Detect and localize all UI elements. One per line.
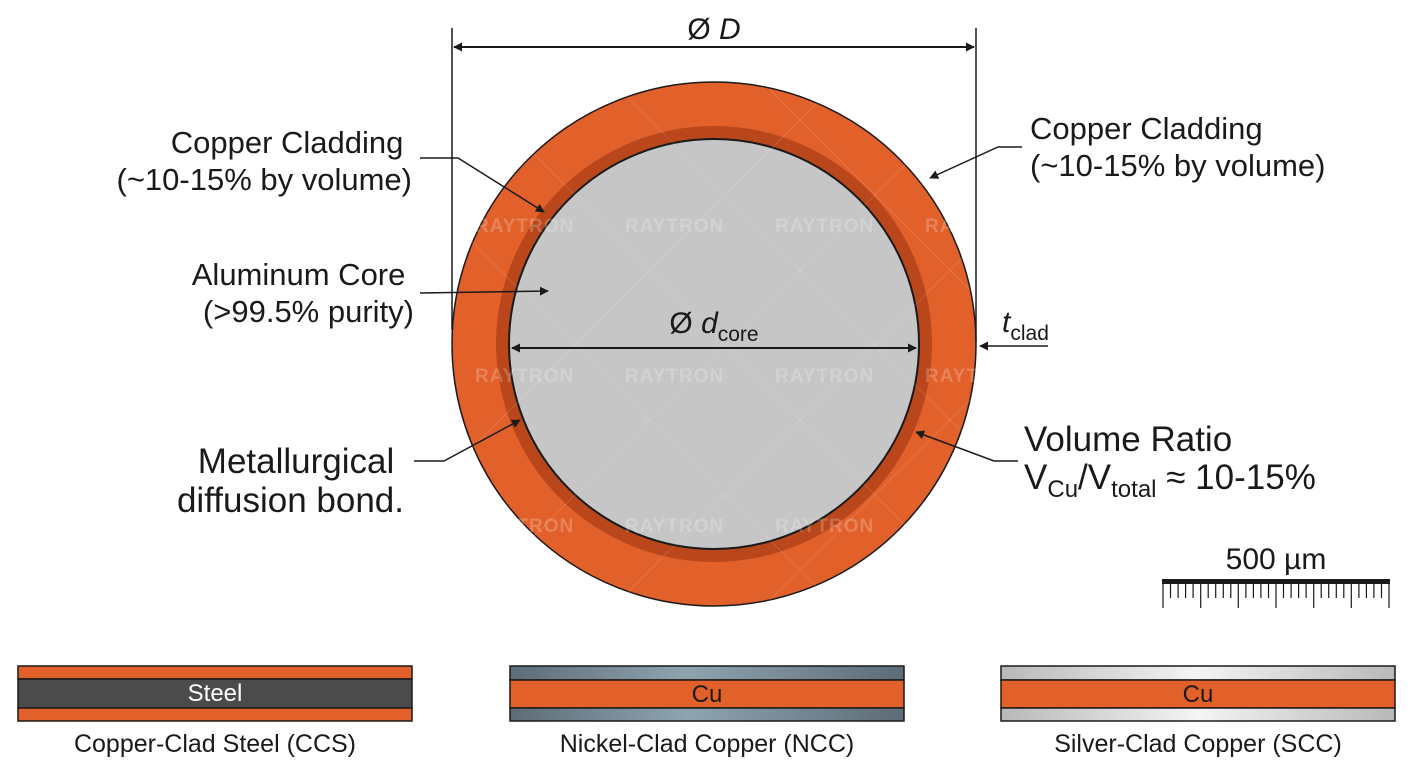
watermark-text: RAYTRON (775, 516, 874, 537)
volume-ratio-title: Volume Ratio (1024, 420, 1232, 459)
callout-cladding-left-line1: Copper Cladding (171, 125, 404, 160)
svg-text:Copper Cladding (~10-15%: Copper Cladding (~10-15% by volume) (1030, 111, 1326, 183)
variant-ccs-top-clad (17, 665, 413, 680)
watermark-text: RAYTRON (475, 516, 574, 537)
variant-ccs-core-label: Steel (188, 680, 243, 707)
core-diameter-label: Ø dcore (669, 307, 758, 346)
watermark-line (1069, 89, 1408, 429)
callout-cladding-right-leader (929, 146, 1022, 179)
callout-cladding-left-leader (420, 157, 545, 213)
svg-text:Metallurgical diffusion: Metallurgical diffusion bond. (177, 442, 404, 520)
svg-text:Copper Cladding (~10-15%: Copper Cladding (~10-15% by volume) (117, 125, 413, 197)
variant-ncc-caption: Nickel-Clad Copper (NCC) (560, 730, 855, 758)
scale-bar-rule (1162, 579, 1390, 584)
variant-scc-bottom-clad (1000, 707, 1396, 722)
watermark-line (769, 89, 1281, 601)
callout-core-line2: (>99.5% purity) (203, 294, 414, 329)
watermark-text: RAYTRON (625, 366, 724, 387)
svg-text:Aluminum Core (>99.5% pu: Aluminum Core (>99.5% purity) (192, 257, 414, 329)
scale-bar-ticks (1162, 584, 1390, 608)
watermark-text: RAYTRON (925, 216, 1024, 237)
watermark-text: RAYTRON (775, 366, 874, 387)
callout-bond: Metallurgical diffusion bond. (177, 419, 521, 520)
watermark-line (769, 89, 1281, 601)
variant-ccs-caption: Copper-Clad Steel (CCS) (74, 730, 356, 758)
callout-volume-ratio-leader (915, 430, 1018, 462)
callout-cladding-right-line2: (~10-15% by volume) (1030, 148, 1326, 183)
variant-ncc-top-clad (509, 665, 905, 681)
clad-thickness-dimension: tclad (979, 306, 1049, 351)
callout-bond-line1: Metallurgical (198, 442, 394, 481)
watermark-text: RAYTRON (925, 516, 1024, 537)
callout-bond-line2: diffusion bond. (177, 481, 404, 520)
variant-scc-top-clad (1000, 665, 1396, 681)
variant-ncc-core-label: Cu (692, 681, 723, 708)
outer-diameter-label: Ø D (687, 13, 740, 46)
outer-diameter-dimension: Ø D (451, 13, 977, 342)
callout-core-leader (419, 286, 549, 296)
watermark-text: RAYTRON (925, 366, 1024, 387)
watermark-text: RAYTRON (625, 516, 724, 537)
scale-bar-label: 500 µm (1226, 543, 1327, 576)
variant-scc-caption: Silver-Clad Copper (SCC) (1054, 730, 1342, 758)
watermark-pattern: RAYTRON RAYTRON RAYTRON RAYTRON RAYTRON RAYTR… (319, 89, 1408, 601)
variant-scc-core-label: Cu (1183, 681, 1214, 708)
watermark-line (919, 89, 1408, 579)
watermark-line (919, 111, 1408, 601)
watermark-text: RAYTRON (775, 216, 874, 237)
variant-ccs-bottom-clad (17, 707, 413, 722)
callout-core: Aluminum Core (>99.5% purity) (192, 257, 549, 329)
aluminum-core (508, 138, 920, 550)
callout-cladding-left: Copper Cladding (~10-15% by volume) (117, 125, 545, 213)
callout-volume-ratio: Volume Ratio VCu/Vtotal ≈ 10-15% (915, 420, 1316, 503)
clad-thickness-label: tclad (1002, 306, 1049, 345)
watermark-line (1069, 261, 1408, 601)
callout-cladding-left-line2: (~10-15% by volume) (117, 162, 413, 197)
variant-ncc-bottom-clad (509, 707, 905, 722)
callout-bond-leader (414, 419, 521, 462)
variant-ncc: Cu Nickel-Clad Copper (NCC) (509, 665, 905, 758)
watermark-text: RAYTRON (475, 366, 574, 387)
callout-core-line1: Aluminum Core (192, 257, 406, 292)
variant-scc: Cu Silver-Clad Copper (SCC) (1000, 665, 1396, 758)
callout-cladding-right-line1: Copper Cladding (1030, 111, 1263, 146)
watermark-text: RAYTRON (625, 216, 724, 237)
scale-bar: 500 µm (1162, 543, 1390, 608)
variant-scc-core (1000, 679, 1396, 709)
variant-ccs: Steel Copper-Clad Steel (CCS) (17, 665, 413, 758)
svg-text:Volume Ratio: Volume Ratio (1024, 420, 1232, 459)
volume-ratio-formula: VCu/Vtotal ≈ 10-15% (1024, 458, 1316, 503)
callout-cladding-right: Copper Cladding (~10-15% by volume) (929, 111, 1326, 183)
core-diameter-dimension: Ø dcore (511, 307, 917, 353)
watermark-text: RAYTRON (475, 216, 574, 237)
